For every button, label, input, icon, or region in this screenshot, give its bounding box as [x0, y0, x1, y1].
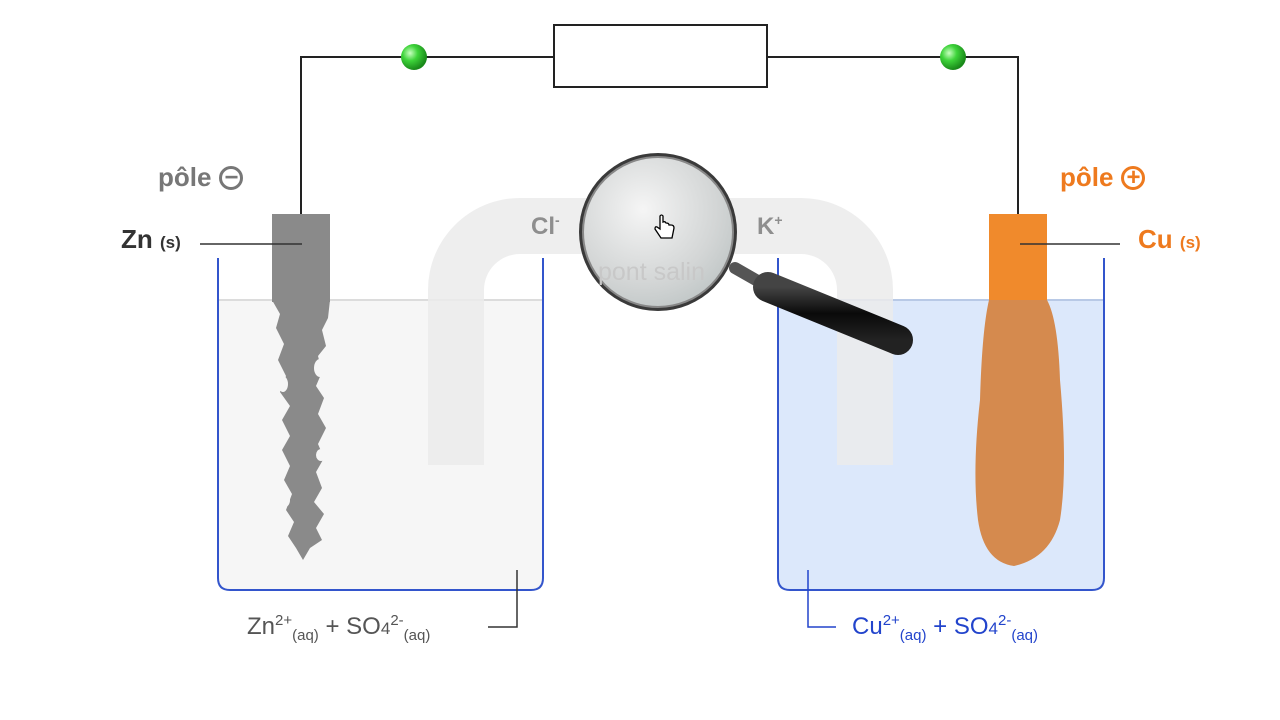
left-beaker: [217, 258, 544, 591]
ion-charge: 2-: [390, 612, 404, 629]
copper-electrode: [989, 214, 1047, 302]
right-beaker: [777, 258, 1105, 591]
right-solution-leader: [807, 570, 836, 628]
copper-state: (s): [1179, 233, 1201, 252]
copper-symbol: Cu: [1138, 224, 1173, 254]
connector-left: [401, 44, 427, 70]
potassium-ion-label: K+: [757, 212, 783, 241]
minus-icon: −: [219, 165, 244, 190]
zinc-pit: [278, 376, 288, 392]
ion-charge: 2+: [882, 612, 900, 629]
zinc-pit: [280, 493, 290, 507]
zinc-symbol: Zn: [121, 224, 153, 254]
resistor: [553, 24, 768, 88]
ion-state: (aq): [292, 626, 319, 644]
left-solution-leader: [488, 570, 518, 628]
cation-charge: +: [774, 212, 783, 228]
ion-subscript: 4: [988, 619, 998, 638]
hand-cursor-icon: [654, 214, 675, 239]
left-solution: [218, 300, 543, 590]
ion-symbol: Cu: [852, 613, 883, 640]
ion-symbol: SO: [346, 613, 381, 640]
left-solution-label: Zn2+(aq) + SO42-(aq): [247, 612, 430, 644]
right-solution-label: Cu2+(aq) + SO42-(aq): [852, 612, 1038, 644]
positive-pole-label: pôle +: [1060, 162, 1146, 193]
pole-text: pôle: [1060, 162, 1114, 192]
ion-subscript: 4: [380, 619, 391, 638]
zinc-state: (s): [160, 233, 181, 252]
circuit-wire-right: [767, 56, 1019, 215]
salt-bridge-label: pont salin: [598, 258, 706, 286]
ion-state: (aq): [403, 626, 431, 644]
pole-text: pôle: [158, 162, 212, 192]
connector-right: [940, 44, 966, 70]
anion-symbol: Cl: [531, 213, 555, 240]
ion-charge: 2+: [275, 612, 293, 629]
copper-label: Cu (s): [1138, 224, 1201, 255]
zinc-label: Zn (s): [121, 224, 181, 255]
ion-symbol: Zn: [247, 613, 276, 640]
zinc-pit: [314, 359, 326, 377]
ion-state: (aq): [1011, 626, 1039, 644]
plus-icon: +: [1121, 165, 1146, 190]
zinc-pit: [316, 449, 326, 461]
zinc-electrode: [272, 214, 330, 302]
copper-deposit: [975, 300, 1064, 566]
chloride-ion-label: Cl-: [531, 212, 560, 241]
negative-pole-label: pôle −: [158, 162, 244, 193]
ion-charge: 2-: [998, 612, 1012, 629]
circuit-wire: [300, 56, 555, 215]
ion-state: (aq): [899, 626, 927, 644]
cation-symbol: K: [757, 213, 775, 240]
plus-sign: +: [933, 613, 948, 640]
plus-sign: +: [325, 613, 340, 640]
ion-symbol: SO: [953, 613, 989, 640]
anion-charge: -: [555, 212, 560, 228]
